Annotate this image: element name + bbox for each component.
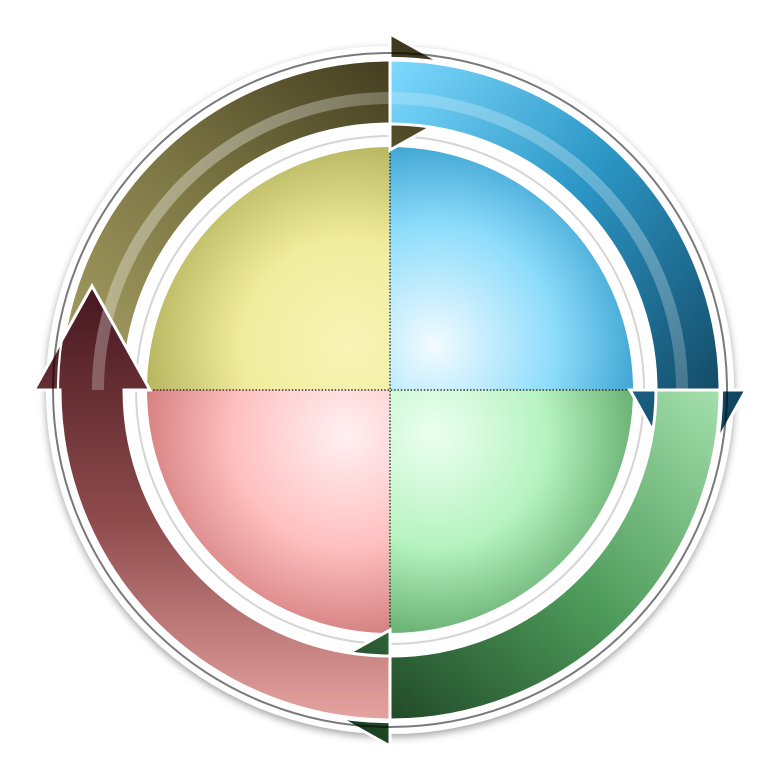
cycle-arrows — [31, 31, 749, 749]
outer-white-edge — [56, 56, 724, 724]
arrow-top-left — [58, 31, 498, 392]
quadrant-bottom-right — [390, 390, 636, 636]
inner-quadrants — [135, 135, 645, 645]
arrow-top-right — [388, 58, 749, 498]
arrow-bottom-left — [31, 282, 392, 722]
quadrant-top-left — [144, 144, 390, 390]
quadrant-top-right — [390, 144, 636, 390]
quadrant-bottom-left — [144, 390, 390, 636]
outer-black-edge — [52, 52, 728, 728]
arrow-bottom-right — [282, 388, 722, 749]
